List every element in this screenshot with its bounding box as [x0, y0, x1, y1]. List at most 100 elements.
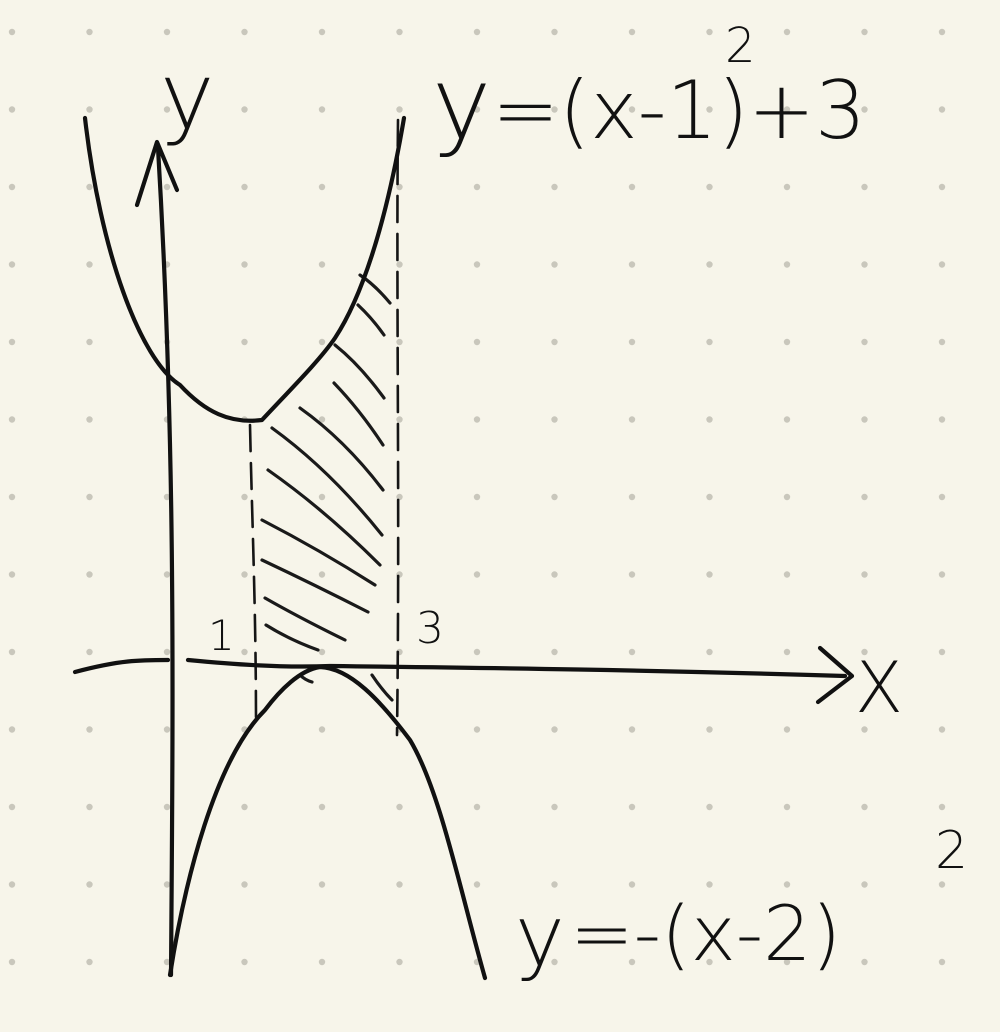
grid-dot [396, 338, 403, 346]
grid-dot [318, 183, 326, 191]
grid-dot [551, 106, 558, 113]
grid-dot [241, 881, 248, 888]
grid-dot [241, 106, 248, 113]
grid-dot [241, 958, 248, 966]
grid-dot [241, 183, 248, 191]
grid-dot [163, 571, 171, 578]
grid-dot [706, 416, 713, 423]
x-axis-label: X [855, 647, 903, 729]
grid-dot [783, 106, 791, 113]
grid-dot [86, 183, 93, 191]
grid-dot [8, 28, 16, 36]
grid-dot [551, 183, 558, 191]
grid-dot [8, 803, 16, 811]
grid-dot [783, 493, 791, 501]
grid-dot [551, 28, 558, 36]
grid-dot [163, 183, 171, 191]
grid-dot [86, 106, 93, 113]
grid-dot [938, 881, 946, 888]
grid-dot [86, 726, 93, 733]
grid-dot [783, 648, 791, 656]
grid-dot [473, 726, 481, 733]
lower-equation-exponent: 2 [935, 821, 968, 881]
grid-dot [163, 958, 171, 966]
grid-dot [8, 881, 16, 888]
grid-dot [163, 106, 171, 113]
grid-dot [318, 493, 326, 501]
grid-dot [706, 881, 713, 888]
upper-equation-rhs: =(x-1) [492, 64, 749, 157]
grid-dot [241, 648, 248, 656]
grid-dot [783, 881, 791, 888]
grid-dot [628, 261, 636, 268]
y-axis-arrowhead [134, 139, 180, 208]
grid-dot [783, 261, 791, 268]
grid-dot [861, 726, 868, 733]
grid-dot [396, 803, 403, 811]
grid-dot [241, 803, 248, 811]
grid-dot [8, 261, 16, 268]
grid-dot [396, 958, 403, 966]
grid-dot [86, 338, 93, 346]
grid-dot [241, 571, 248, 578]
grid-dot [163, 881, 171, 888]
grid-dot [318, 881, 326, 888]
grid-dot [8, 416, 16, 423]
grid-dot [706, 183, 713, 191]
grid-dot [628, 493, 636, 501]
lower-curve-equation: y =-(x-2) 2 [515, 821, 968, 985]
grid-dot [861, 261, 868, 268]
grid-dot [318, 571, 326, 578]
grid-dot [783, 416, 791, 423]
upper-equation-tail: +3 [748, 64, 866, 157]
grid-dot [628, 28, 636, 36]
grid-dot [163, 493, 171, 501]
grid-dot [241, 261, 248, 268]
grid-dot [8, 106, 16, 113]
grid-dot [551, 416, 558, 423]
grid-dot [473, 493, 481, 501]
grid-dot [706, 261, 713, 268]
grid-dot [8, 183, 16, 191]
upper-equation-lhs: y [432, 45, 491, 162]
upper-parabola-curve [82, 115, 407, 423]
grid-dot [473, 803, 481, 811]
grid-dot [938, 958, 946, 966]
grid-dot [86, 493, 93, 501]
grid-dot [86, 881, 93, 888]
grid-dot [938, 183, 946, 191]
grid-dot [8, 958, 16, 966]
grid-dot [938, 571, 946, 578]
grid-dot [706, 106, 713, 113]
grid-dot [86, 28, 93, 36]
grid-dot [938, 648, 946, 656]
grid-dot [318, 648, 326, 656]
tick-label-3: 3 [416, 603, 444, 654]
grid-dot [706, 726, 713, 733]
grid-dot [8, 648, 16, 656]
grid-dot [938, 416, 946, 423]
grid-dot [396, 28, 403, 36]
grid-dot [8, 571, 16, 578]
grid-dot [938, 106, 946, 113]
grid-dot [628, 183, 636, 191]
dashed-line-x1 [248, 423, 258, 727]
grid-dot [706, 803, 713, 811]
x-axis-arrowhead [815, 645, 855, 705]
grid-dot [241, 493, 248, 501]
grid-dot [86, 571, 93, 578]
grid-dot [551, 493, 558, 501]
grid-dot [318, 803, 326, 811]
grid-dot [396, 106, 403, 113]
grid-dot [86, 958, 93, 966]
grid-dot [86, 416, 93, 423]
grid-dot [318, 261, 326, 268]
grid-dot [396, 416, 403, 423]
grid-dot [473, 28, 481, 36]
grid-dot [938, 803, 946, 811]
grid-dot [163, 803, 171, 811]
grid-dot [783, 571, 791, 578]
labels: y X 1 3 y =(x-1) 2 +3 y =-(x-2) 2 [160, 18, 968, 985]
grid-dot [783, 803, 791, 811]
lower-equation-rhs: =-(x-2) [570, 889, 841, 978]
